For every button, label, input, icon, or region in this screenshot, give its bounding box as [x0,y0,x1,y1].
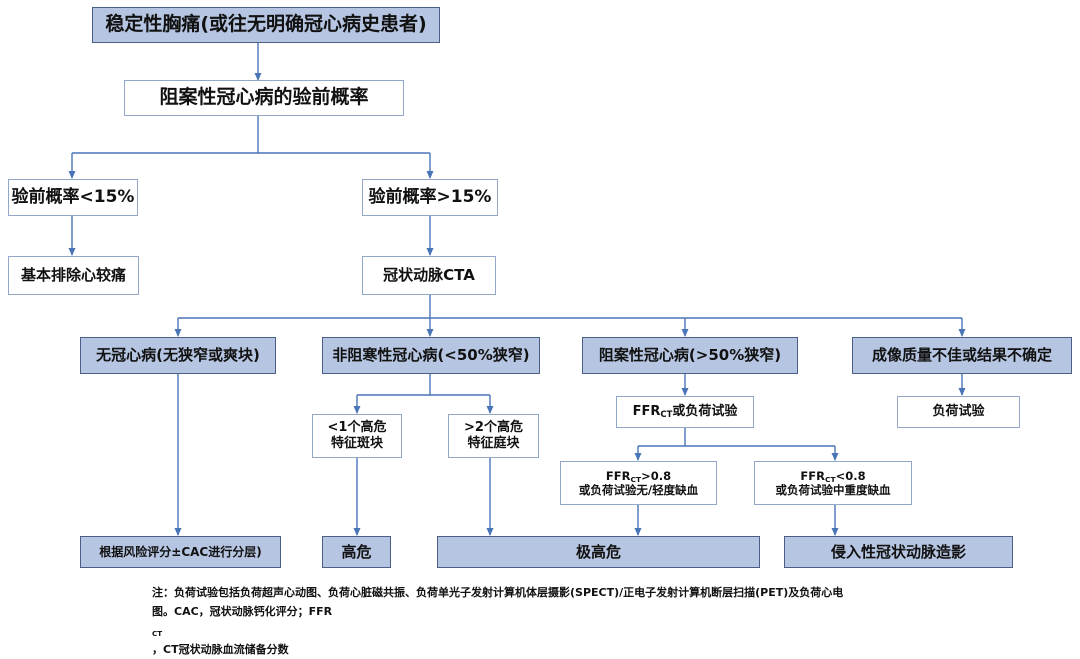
node-risk-cac: 根据风险评分±CAC进行分层) [80,536,281,568]
node-lt1-high-risk-plaque: <1个高危 特征斑块 [312,414,402,458]
node-pretest-label: 阻案性冠心病的验前概率 [159,86,369,109]
node-stress-test: 负荷试验 [897,396,1020,428]
node-low-probability: 验前概率<15% [8,179,138,216]
node-gt2-line2: 特征庭块 [467,436,520,451]
footnote-line2-part1: 图。CAC，冠状动脉钙化评分；FFR [152,605,333,618]
node-poor-quality-label: 成像质量不佳或结果不确定 [871,346,1052,365]
node-ffr-low: FFRCT<0.8 或负荷试验中重度缺血 [754,461,912,505]
node-high-risk-label: 高危 [341,542,372,561]
footnote-line1: 注：负荷试验包括负荷超声心动图、负荷心脏磁共振、负荷单光子发射计算机体层摄影(S… [152,586,844,599]
node-gt2-high-risk-plaque: >2个高危 特征庭块 [448,414,539,458]
node-exclude-label: 基本排除心较痛 [20,266,126,285]
ffr-low-subscript: CT [824,474,836,484]
node-high-probability: 验前概率>15% [362,179,498,216]
node-poor-quality: 成像质量不佳或结果不确定 [852,337,1072,374]
ffr-low-suffix: <0.8 [835,468,866,483]
ffr-high-prefix: FFR [605,468,631,483]
node-pretest-probability: 阻案性冠心病的验前概率 [124,80,404,116]
node-high-probability-label: 验前概率>15% [368,186,492,207]
node-lt1-line2: 特征斑块 [330,436,383,451]
node-ffr-low-line1: FFRCT<0.8 [800,469,865,483]
node-no-cad: 无冠心病(无狭窄或爽块) [80,337,276,374]
node-nonobstructive: 非阻寒性冠心病(<50%狭窄) [322,337,540,374]
ffr-low-prefix: FFR [800,468,825,483]
node-ccta-label: 冠状动脉CTA [383,266,475,285]
node-no-cad-label: 无冠心病(无狭窄或爽块) [96,346,260,365]
footnote-line2: 图。CAC，冠状动脉钙化评分；FFR CT ，CT冠状动脉血流储备分数 [152,602,1032,659]
node-ffr-high: FFRCT>0.8 或负荷试验无/轻度缺血 [560,461,717,505]
node-very-high-risk: 极高危 [437,536,760,568]
ffr-subscript: CT [660,408,673,419]
node-risk-cac-label: 根据风险评分±CAC进行分层) [99,544,262,559]
footnote-line2-part2: ，CT冠状动脉血流储备分数 [152,643,289,656]
node-obstructive: 阻案性冠心病(>50%狭窄) [582,337,798,374]
node-root: 稳定性胸痛(或往无明确冠心病史患者) [92,7,440,43]
node-very-high-risk-label: 极高危 [575,542,621,561]
ffr-prefix: FFR [632,403,661,419]
node-low-probability-label: 验前概率<15% [11,186,135,207]
node-ffr-high-line1: FFRCT>0.8 [606,469,671,483]
node-ffr-low-line2: 或负荷试验中重度缺血 [775,483,891,497]
node-invasive-label: 侵入性冠状动脉造影 [830,542,966,561]
ffr-suffix: 或负荷试验 [672,403,738,419]
node-nonobstructive-label: 非阻寒性冠心病(<50%狭窄) [332,346,530,365]
node-obstructive-label: 阻案性冠心病(>50%狭窄) [598,346,782,365]
ffr-high-suffix: >0.8 [641,468,672,483]
node-ffr-high-line2: 或负荷试验无/轻度缺血 [578,483,699,497]
flowchart-canvas: 稳定性胸痛(或往无明确冠心病史患者) 阻案性冠心病的验前概率 验前概率<15% … [8,7,1072,656]
node-invasive-angiography: 侵入性冠状动脉造影 [784,536,1013,568]
ffr-high-subscript: CT [630,474,642,484]
node-high-risk: 高危 [322,536,391,568]
node-ffr-or-stress-label: FFRCT或负荷试验 [633,404,738,420]
footnote: 注：负荷试验包括负荷超声心动图、负荷心脏磁共振、负荷单光子发射计算机体层摄影(S… [152,583,1032,659]
node-gt2-line1: >2个高危 [464,419,523,435]
node-lt1-line1: <1个高危 [327,419,387,435]
node-ffr-or-stress: FFRCT或负荷试验 [616,396,754,428]
footnote-line2-subscript: CT [152,628,163,638]
node-root-label: 稳定性胸痛(或往无明确冠心病史患者) [105,13,427,36]
node-exclude: 基本排除心较痛 [8,256,139,295]
connector-layer [68,43,966,536]
node-ccta: 冠状动脉CTA [362,256,496,295]
node-stress-test-label: 负荷试验 [932,403,985,419]
